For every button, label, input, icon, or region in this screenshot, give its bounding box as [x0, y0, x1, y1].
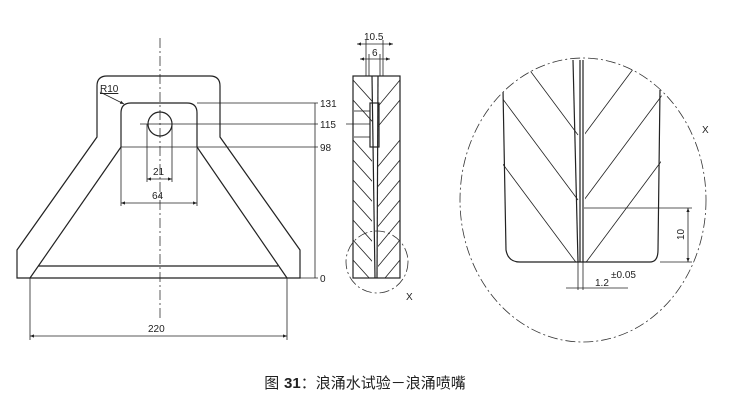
caption-prefix: 图 — [264, 374, 280, 392]
detail-boundary — [459, 57, 707, 343]
dim-gap: 1.2 — [595, 278, 609, 289]
caption-title: 浪涌水试验－浪涌喷嘴 — [315, 374, 466, 392]
dim-height-115: 115 — [320, 120, 336, 131]
detail-circle — [345, 230, 409, 294]
dim-outer-width: 10.5 — [364, 32, 384, 43]
dim-slot-width-side: 6 — [372, 48, 378, 59]
inner-outline — [120, 102, 198, 147]
dim-slot-width: 21 — [153, 167, 165, 178]
detail-view-marker: X — [702, 125, 709, 136]
dim-base-width: 220 — [148, 324, 165, 335]
caption-number: 31 — [284, 375, 301, 392]
outer-outline — [16, 75, 301, 279]
caption-separator: ： — [300, 374, 316, 392]
detail-view: 10 1.2 ±0.05 X — [459, 57, 709, 343]
front-view: 21 64 220 131 115 98 0 R10 — [16, 38, 337, 340]
radius-label: R10 — [100, 84, 119, 95]
detail-marker: X — [406, 292, 413, 303]
dim-inner-width: 64 — [152, 191, 164, 202]
dim-height-131: 131 — [320, 99, 337, 110]
dim-gap-tolerance: ±0.05 — [611, 270, 636, 281]
dim-height-0: 0 — [320, 274, 326, 285]
dim-tip-height: 10 — [676, 228, 687, 240]
dim-height-98: 98 — [320, 143, 332, 154]
side-view: 10.5 6 X — [345, 32, 413, 303]
figure-caption: 图 31：浪涌水试验－浪涌喷嘴 — [0, 372, 730, 393]
